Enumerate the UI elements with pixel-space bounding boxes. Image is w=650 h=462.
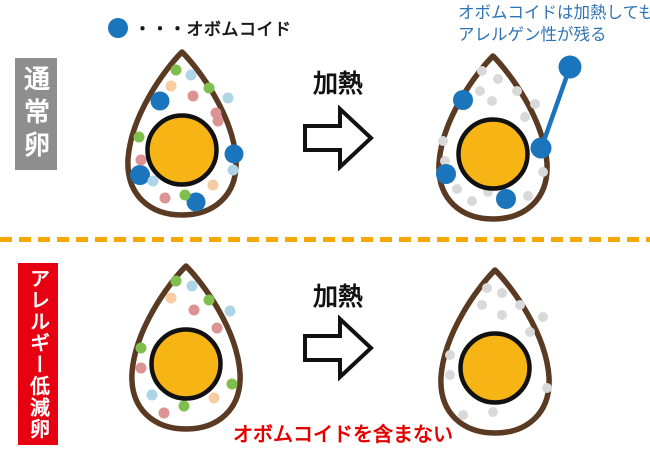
allergen-dot-gray [482,283,492,293]
allergen-dot-green [203,82,215,94]
dashed-divider [0,237,650,242]
callout-line1: オボムコイドは加熱しても [458,4,650,22]
allergen-dots [445,283,552,420]
allergen-dot-blue [150,91,170,111]
allergen-dot-gray [497,310,507,320]
allergen-dot-lightblue [227,164,239,176]
allergen-dot-gray [525,327,535,337]
allergen-dot-green [133,131,145,143]
allergen-dot-pink [135,154,147,166]
heat-arrow-top-icon [303,105,374,171]
ovomucoid-dot-icon [108,17,128,38]
allergen-dot-pink [212,115,224,127]
allergen-dot-blue [224,144,244,164]
allergen-dot-gray [477,300,487,310]
allergen-dot-gray [458,410,468,420]
callout-note: オボムコイドは加熱しても アレルゲン性が残る [458,2,650,46]
allergen-dot-pink [159,192,171,204]
allergen-dot-green [135,342,147,354]
callout-dot [558,55,582,79]
allergen-dot-gray [493,74,503,84]
allergen-dot-blue [436,164,456,184]
allergen-dots [436,66,552,209]
allergen-dots [130,64,244,212]
allergen-dot-pink [187,90,199,102]
egg-reduced-heated [438,267,552,436]
allergen-dot-lightblue [224,305,236,317]
allergen-dot-peach [207,179,219,191]
allergen-dot-pink [188,304,200,316]
row-label-allergy-reduced-egg: アレルギー低減卵 [18,263,58,445]
allergen-dot-pink [158,407,170,419]
allergen-dot-pink [135,362,147,374]
allergen-dot-blue [530,137,552,159]
allergen-dot-gray [523,191,533,201]
allergen-dot-gray [487,96,497,106]
heat-arrow-bottom-icon [303,315,374,381]
allergen-dot-lightblue [222,92,234,104]
allergen-dot-green [203,294,215,306]
allergen-dot-green [170,64,182,76]
allergen-dot-green [179,189,191,201]
allergen-dot-peach [208,392,220,404]
heat-label-top: 加熱 [312,70,363,98]
allergen-dot-gray [488,407,498,417]
allergen-dot-lightblue [185,69,197,81]
allergen-dot-peach [165,80,177,92]
allergen-dot-green [170,275,182,287]
allergen-dot-blue [186,192,206,212]
legend-label: ・・・オボムコイド [134,20,292,39]
allergen-dot-gray [530,99,540,109]
allergen-dot-gray [475,86,485,96]
allergen-dot-gray [445,350,455,360]
allergen-dot-gray [452,184,462,194]
allergen-dot-green [226,378,238,390]
allergen-dot-gray [512,86,522,96]
heat-label-bottom: 加熱 [312,283,363,311]
allergen-dot-blue [496,189,516,209]
allergen-dot-gray [438,136,448,146]
allergen-dot-gray [440,156,450,166]
egg-normal-raw [125,49,244,218]
allergen-dot-gray [467,196,477,206]
allergen-dot-gray [538,312,548,322]
allergen-dot-blue [130,165,150,185]
egg-reduced-raw [129,263,243,432]
allergen-dot-lightblue [147,175,159,187]
allergen-dot-gray [497,288,507,298]
allergen-dot-peach [165,292,177,304]
allergen-dot-gray [542,383,552,393]
allergen-dot-gray [538,167,548,177]
allergen-dot-lightblue [146,389,158,401]
allergen-dot-lightblue [186,280,198,292]
callout-line2: アレルゲン性が残る [458,26,607,44]
allergen-dot-pink [211,322,223,334]
egg-yolk [149,327,223,401]
egg-normal-heated [436,53,552,222]
egg-yolk [145,113,219,187]
allergen-dots [135,275,238,419]
row-label-normal-egg: 通常卵 [15,58,57,170]
allergen-dot-gray [515,300,525,310]
bottom-note: オボムコイドを含まない [233,424,453,446]
allergen-dot-gray [520,112,530,122]
allergen-dot-blue [453,90,473,110]
legend: ・・・オボムコイド [108,15,292,40]
allergen-dot-gray [445,370,455,380]
egg-yolk [456,117,530,191]
allergen-dot-green [178,400,190,412]
egg-yolk [458,331,532,405]
allergen-dot-gray [477,66,487,76]
